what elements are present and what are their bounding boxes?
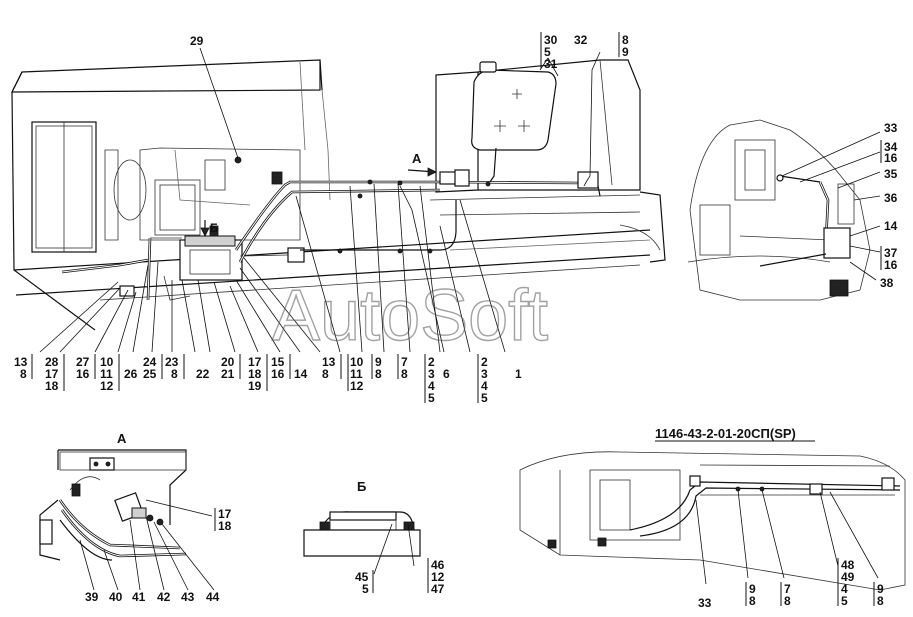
callout: 5	[544, 45, 551, 59]
callout: 13	[14, 355, 28, 369]
document-title: 1146-43-2-01-20СП(SP)	[655, 426, 796, 441]
callout: 14	[294, 367, 308, 381]
callout: 44	[206, 590, 220, 604]
callout: 16	[271, 367, 285, 381]
callout: 20	[221, 355, 235, 369]
main-view: А Б	[11, 47, 666, 353]
callout: 38	[880, 276, 894, 290]
callout: 3	[428, 367, 435, 381]
callout: 7	[784, 582, 791, 596]
callout: 16	[884, 258, 898, 272]
callout: 48	[841, 558, 855, 572]
callout: 12	[100, 379, 114, 393]
view-b: Б	[303, 479, 421, 575]
callout: 2	[428, 355, 435, 369]
callout: 18	[248, 367, 262, 381]
callout: 17	[45, 367, 59, 381]
callout: 29	[190, 34, 204, 48]
callout-labels: 29 30 5 31 32 8 9 13 8 28 17 18 27 16 10…	[14, 32, 898, 610]
callout: 15	[271, 355, 285, 369]
callout: 13	[322, 355, 336, 369]
callout: 23	[165, 355, 179, 369]
view-sp	[519, 451, 906, 591]
callout: 30	[544, 33, 558, 47]
callout: 12	[350, 379, 364, 393]
callout: 5	[362, 582, 369, 596]
right-end-view	[687, 119, 881, 301]
callout: 36	[884, 191, 898, 205]
callout: 41	[132, 590, 146, 604]
callout: 42	[157, 590, 171, 604]
view-a: А	[39, 431, 215, 591]
callout: 18	[45, 379, 59, 393]
callout: 2	[481, 355, 488, 369]
callout: 40	[109, 590, 123, 604]
callout: 10	[100, 355, 114, 369]
callout: 9	[622, 45, 629, 59]
callout: 4	[428, 379, 435, 393]
callout: 46	[431, 558, 445, 572]
callout: 17	[218, 507, 232, 521]
callout: 18	[218, 519, 232, 533]
callout: 1	[515, 367, 522, 381]
callout: 49	[841, 570, 855, 584]
callout: 8	[171, 367, 178, 381]
callout: 34	[884, 140, 898, 154]
callout: 3	[481, 367, 488, 381]
callout: 11	[100, 367, 113, 381]
callout: 37	[884, 246, 898, 260]
callout: 11	[350, 367, 363, 381]
callout: 14	[884, 219, 898, 233]
callout: 19	[248, 379, 262, 393]
callout: 8	[401, 367, 408, 381]
callout: 9	[877, 582, 884, 596]
callout: 26	[124, 367, 138, 381]
callout: 47	[431, 582, 445, 596]
view-b-title: Б	[357, 479, 366, 494]
callout: 32	[574, 33, 588, 47]
view-a-title: А	[117, 431, 127, 446]
callout: 5	[481, 391, 488, 405]
callout: 12	[431, 570, 445, 584]
callout: 24	[143, 355, 157, 369]
callout: 45	[355, 570, 369, 584]
callout: 8	[877, 594, 884, 608]
callout: 28	[45, 355, 59, 369]
callout: 21	[221, 367, 235, 381]
callout: 8	[322, 367, 329, 381]
callout: 17	[248, 355, 262, 369]
callout: 6	[443, 367, 450, 381]
watermark-text: AutoSoft	[272, 276, 548, 356]
callout: 16	[884, 151, 898, 165]
callout: 7	[401, 355, 408, 369]
callout: 8	[784, 594, 791, 608]
callout: 25	[143, 367, 157, 381]
callout: 8	[749, 594, 756, 608]
callout: 39	[85, 590, 99, 604]
callout: 8	[20, 367, 27, 381]
callout: 22	[196, 367, 210, 381]
callout: 5	[841, 594, 848, 608]
callout: 5	[428, 391, 435, 405]
view-b-arrow-label: Б	[210, 221, 219, 235]
callout: 9	[375, 355, 382, 369]
callout: 33	[884, 121, 898, 135]
callout: 4	[481, 379, 488, 393]
callout: 16	[76, 367, 90, 381]
callout: 27	[76, 355, 90, 369]
callout: 8	[375, 367, 382, 381]
callout: 10	[350, 355, 364, 369]
callout: 33	[698, 596, 712, 610]
callout: 4	[841, 582, 848, 596]
callout: 35	[884, 167, 898, 181]
callout: 43	[181, 590, 195, 604]
callout: 8	[622, 33, 629, 47]
callout: 31	[544, 57, 558, 71]
view-a-arrow-label: А	[412, 151, 422, 166]
callout: 9	[749, 582, 756, 596]
